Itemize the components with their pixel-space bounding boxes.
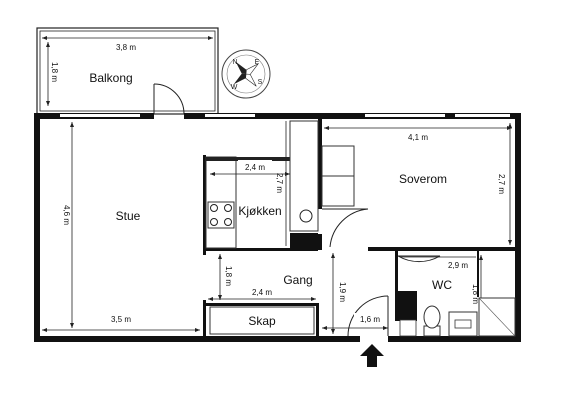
room-soverom: Soverom 4,1 m 2,7 m: [321, 123, 512, 248]
outer-walls: [34, 113, 521, 342]
compass-letter-e: E: [255, 59, 260, 66]
kjokken-width-label: 2,4 m: [245, 163, 265, 172]
gang-depth-right-label: 1,9 m: [338, 282, 347, 302]
stue-depth-label: 4,6 m: [62, 205, 71, 225]
room-label-stue: Stue: [116, 209, 141, 223]
compass-rose-icon: N E S W: [221, 49, 271, 99]
room-skap: Skap: [209, 306, 315, 335]
room-stue: Stue 3,5 m 4,6 m: [42, 122, 200, 332]
room-label-gang: Gang: [283, 273, 312, 287]
entry-width-label: 1,6 m: [360, 315, 380, 324]
room-label-soverom: Soverom: [399, 172, 447, 186]
stue-width-label: 3,5 m: [111, 315, 131, 324]
gang-width-label: 2,4 m: [252, 288, 272, 297]
gang-depth-left-label: 1,8 m: [224, 266, 233, 286]
balcony-area: 3,8 m 1,8 m Balkong: [36, 27, 219, 115]
compass-letter-s: S: [258, 79, 263, 86]
room-label-wc: WC: [432, 278, 452, 292]
wc-width-label: 2,9 m: [448, 261, 468, 270]
room-label-kjokken: Kjøkken: [238, 204, 281, 218]
soverom-depth-label: 2,7 m: [497, 174, 506, 194]
room-label-balkong: Balkong: [89, 71, 132, 85]
room-kjokken: Kjøkken 2,4 m 2,7 m: [205, 120, 319, 249]
kjokken-depth-label: 2,7 m: [275, 173, 284, 193]
balkong-width-label: 3,8 m: [116, 43, 136, 52]
room-gang: Gang 2,4 m 1,8 m 1,9 m 1,6 m: [208, 253, 389, 337]
compass-letter-w: W: [231, 84, 238, 91]
soverom-width-label: 4,1 m: [408, 133, 428, 142]
wc-depth-label: 1,8 m: [471, 284, 480, 304]
room-label-skap: Skap: [248, 314, 276, 328]
room-wc: WC 2,9 m 1,8 m: [397, 255, 516, 337]
balkong-depth-label: 1,8 m: [50, 62, 59, 82]
interior-walls: [203, 119, 515, 336]
entrance-arrow-icon: [360, 344, 384, 367]
compass-letter-n: N: [232, 59, 237, 66]
